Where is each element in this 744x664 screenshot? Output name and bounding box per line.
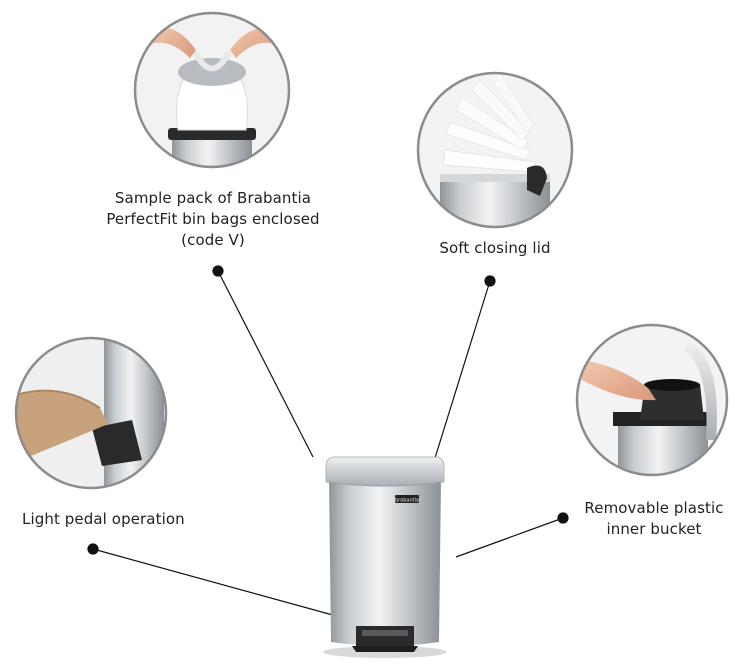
bin-bag-detail-image: [133, 11, 291, 169]
pedal-bin-product: brabantia: [323, 456, 447, 658]
inner-bucket-detail-image: [575, 323, 729, 477]
bin-body: [329, 478, 441, 646]
connector-bucket: [455, 517, 564, 558]
bin-lid: [325, 456, 445, 487]
bin-bags-label-line1: Sample pack of Brabantia: [114, 189, 312, 207]
connector-bin-bags: [217, 270, 314, 458]
bucket-label-line2: inner bucket: [606, 520, 702, 538]
connector-dot-soft-lid: [484, 275, 496, 287]
connector-dot-bucket: [557, 512, 569, 524]
connector-pedal: [92, 548, 341, 618]
bin-bags-label-line2: PerfectFit bin bags enclosed: [106, 210, 320, 228]
pedal-label: Light pedal operation: [22, 509, 222, 530]
pedal-label-text: Light pedal operation: [22, 510, 185, 528]
bin-bags-label-line3: (code V): [181, 231, 245, 249]
bucket-label-line1: Removable plastic: [584, 499, 724, 517]
bin-bags-label: Sample pack of Brabantia PerfectFit bin …: [104, 188, 322, 251]
bucket-label: Removable plastic inner bucket: [578, 498, 730, 540]
brand-badge-text: brabantia: [395, 498, 419, 504]
pedal-detail-image: [14, 336, 168, 490]
soft-lid-label: Soft closing lid: [420, 238, 570, 259]
connector-dot-pedal: [87, 543, 99, 555]
soft-lid-label-text: Soft closing lid: [439, 239, 551, 257]
connector-soft-lid: [434, 280, 491, 459]
brand-badge: [395, 495, 419, 503]
connector-lines: [87, 265, 569, 618]
connector-dot-bin-bags: [212, 265, 224, 277]
soft-lid-detail-image: [416, 71, 574, 229]
